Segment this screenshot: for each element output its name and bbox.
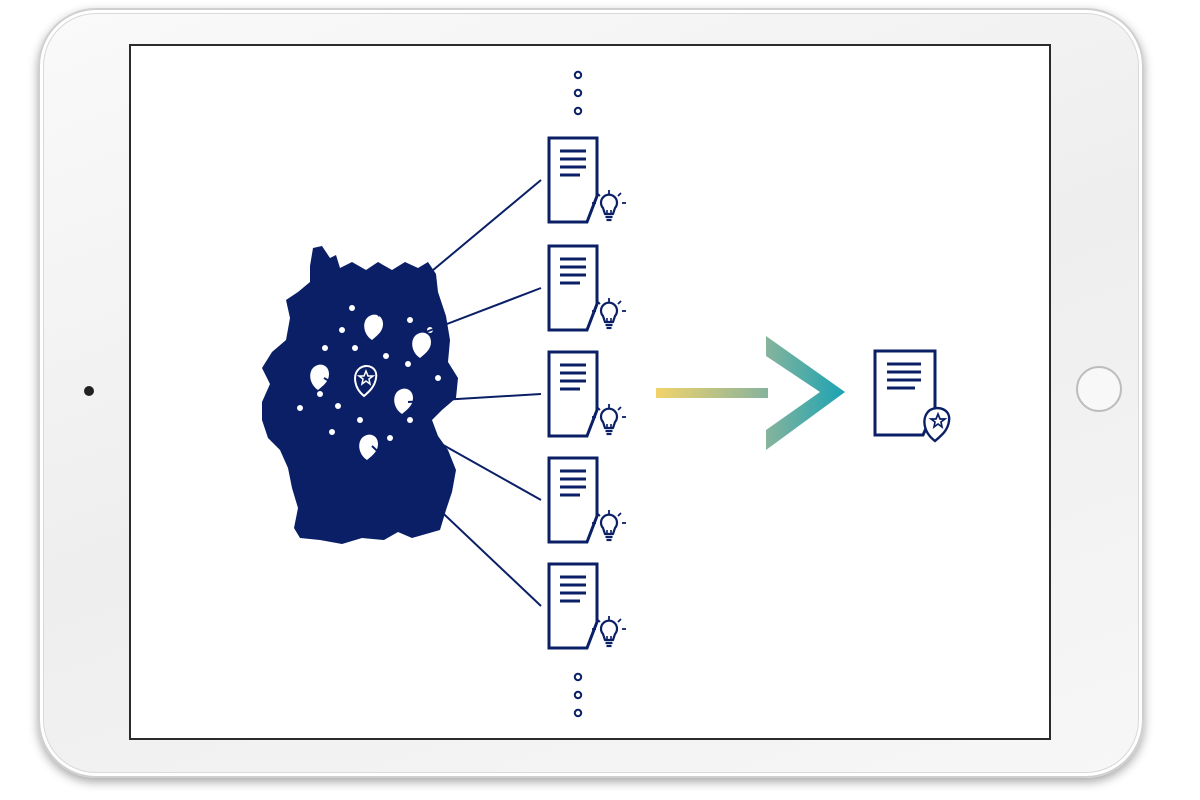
document-lightbulb-icon (547, 350, 628, 438)
document-lightbulb-icon (547, 562, 628, 650)
arrow-icon (656, 336, 845, 450)
camera-dot (84, 386, 94, 396)
document-lightbulb-icon (547, 136, 628, 224)
document-lightbulb-icon (547, 244, 628, 332)
document-lightbulb-icon (547, 456, 628, 544)
map-dots (297, 305, 441, 441)
document-star-pin-icon (873, 349, 951, 443)
star-pin-icon (354, 365, 378, 398)
connector-lines (323, 179, 542, 607)
home-button[interactable] (1076, 366, 1122, 412)
continuation-dots-bottom (573, 672, 583, 718)
continuation-dots-top (573, 70, 583, 116)
